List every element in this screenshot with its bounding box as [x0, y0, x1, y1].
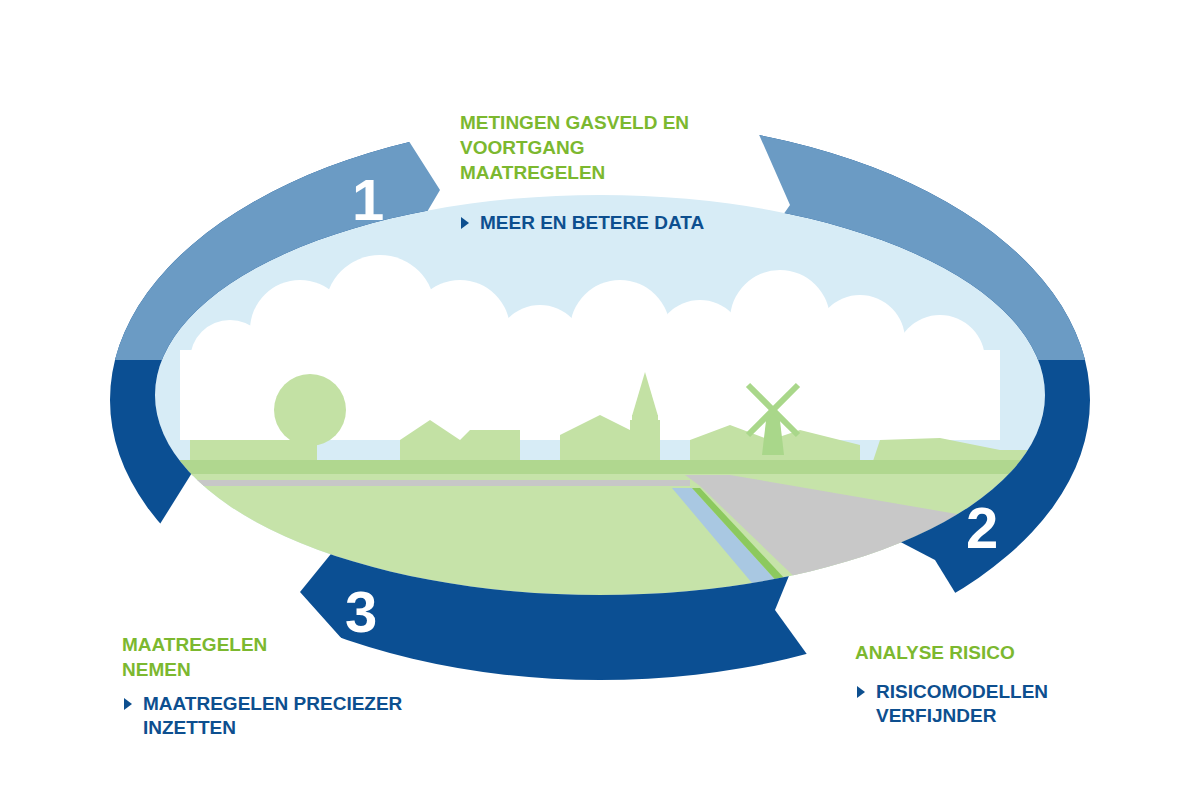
cycle-ring — [110, 120, 1090, 680]
step-heading: ANALYSE RISICO — [855, 640, 1080, 665]
step-number: 3 — [345, 580, 405, 644]
windmill-sail — [748, 385, 798, 435]
cycle-step: 2ANALYSE RISICO RISICOMODELLEN VERFIJNDER — [840, 490, 1095, 732]
ring-front-band — [110, 120, 1090, 680]
step-result: MAATREGELEN PRECIEZER INZETTEN — [143, 692, 413, 740]
windmill — [748, 385, 798, 455]
step-result: RISICOMODELLEN VERFIJNDER — [876, 680, 1091, 728]
step-heading: METINGEN GASVELD EN VOORTGANG MAATREGELE… — [460, 110, 700, 185]
step-number: 1 — [352, 168, 412, 232]
bullet-triangle — [857, 686, 865, 698]
step-number: 2 — [966, 496, 1026, 560]
ring-back-band — [110, 120, 1090, 360]
village-silhouette — [190, 372, 1040, 475]
road-line — [150, 480, 690, 486]
step-heading: MAATREGELEN NEMEN — [122, 632, 322, 682]
windmill-sail — [748, 385, 798, 435]
bullet-triangle — [461, 217, 469, 229]
church-spire — [632, 372, 658, 416]
cycle-step: 1 METINGEN GASVELD EN VOORTGANG MAATREGEL… — [340, 100, 804, 239]
bullet-triangle — [124, 698, 132, 710]
cycle-step: 3MAATREGELEN NEMEN MAATREGELEN PRECIEZER … — [110, 560, 417, 744]
step-result: MEER EN BETERE DATA — [480, 211, 800, 235]
hedge-row — [150, 460, 1050, 476]
